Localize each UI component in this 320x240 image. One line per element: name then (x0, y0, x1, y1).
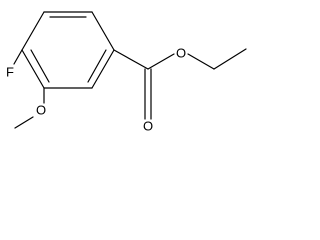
ring-bond-lower-left-inner (30, 49, 50, 83)
molecule-svg: F O O O (6, 11, 247, 133)
structure-diagram: F O O O (0, 0, 252, 147)
methoxy-o-ch3-bond (14, 116, 34, 129)
carbonyl-oxygen-label: O (143, 118, 153, 133)
ring-bond-lower-right (91, 49, 115, 89)
ester-oxygen-to-ch2-bond (187, 53, 215, 70)
methoxy-oxygen-label: O (36, 102, 46, 117)
ch2-to-ch3-bond (213, 48, 247, 70)
ring-bond-upper-right (91, 11, 115, 51)
ring-to-carbonyl-bond (113, 49, 149, 70)
carbonyl-to-ester-oxygen-bond (147, 53, 175, 70)
ring-bond-upper-left (21, 11, 45, 51)
ring-bond-lower-left (21, 49, 45, 89)
ester-oxygen-label: O (176, 45, 186, 60)
fluorine-label: F (6, 64, 14, 79)
ring-bond-lower-right-inner (87, 49, 107, 83)
fluorine-bond (13, 49, 23, 65)
